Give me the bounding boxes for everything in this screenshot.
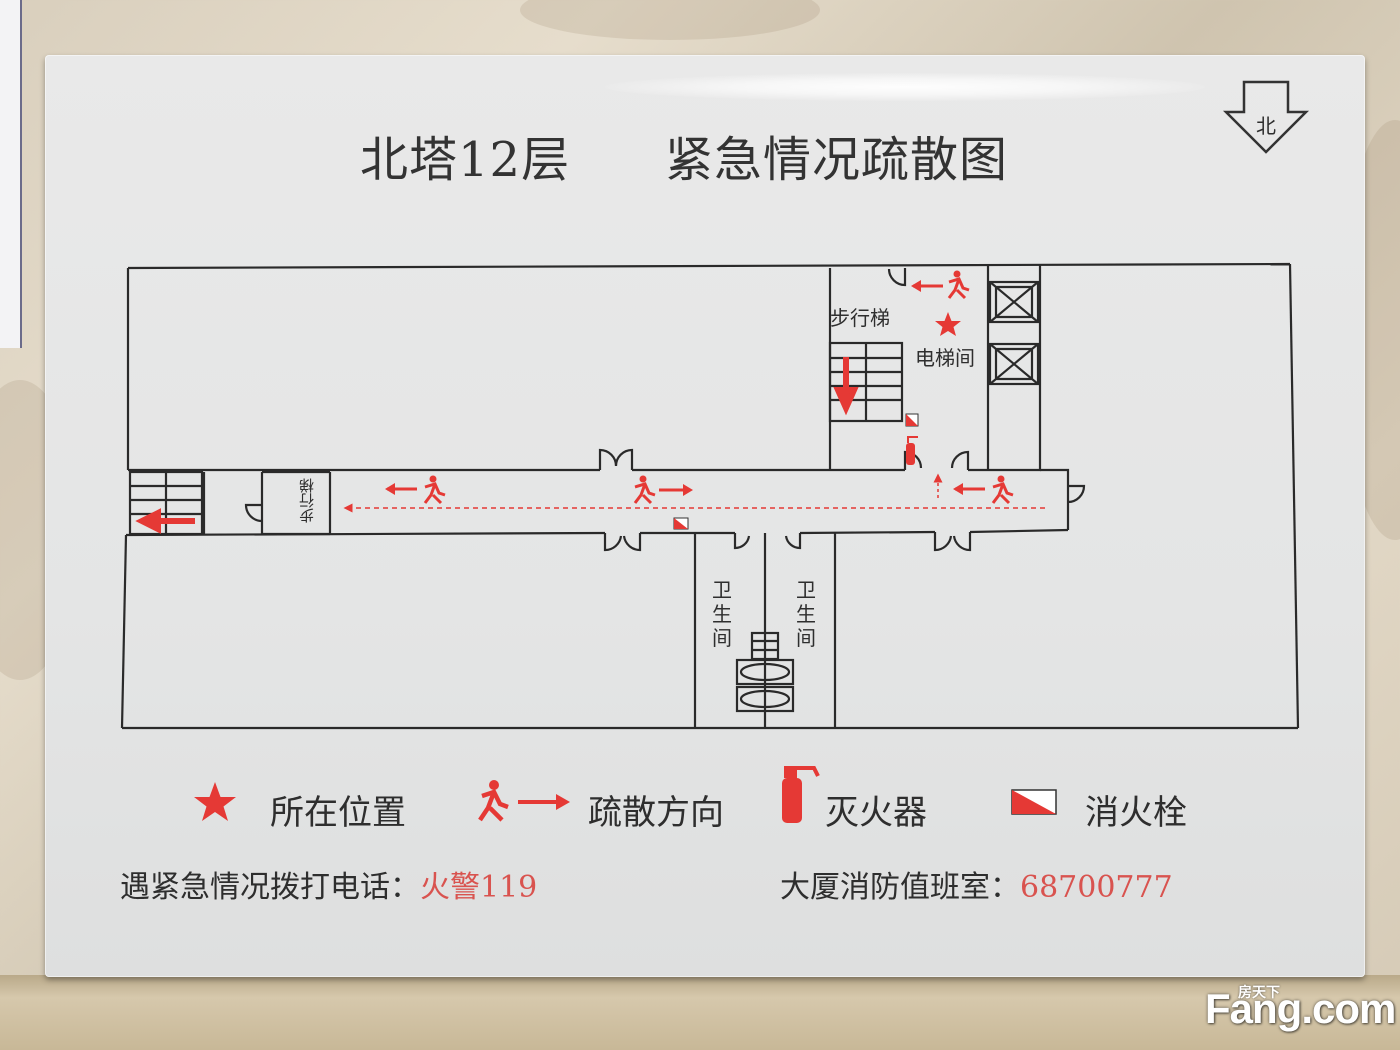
current-position-star-icon: [935, 312, 961, 336]
fire-hydrant-icon: [673, 517, 689, 530]
control-prefix: 大厦消防值班室：: [780, 870, 1020, 905]
evacuation-map-title: 紧急情况疏散图: [665, 132, 1009, 188]
emergency-call-line: 遇紧急情况拨打电话：火警119: [120, 862, 537, 906]
light-glare: [605, 73, 1205, 101]
fire-hydrant-icon: [905, 413, 919, 427]
star-icon: [194, 782, 236, 821]
control-room-number: 68700777: [1020, 870, 1173, 905]
building-floor-title: 北塔12层: [360, 132, 571, 188]
watermark-brand: Fang.com: [1205, 985, 1396, 1032]
evacuation-arrows: [135, 357, 859, 534]
fire-control-room-line: 大厦消防值班室：68700777: [780, 862, 1173, 906]
fire-extinguisher-icon: [906, 436, 918, 465]
floor-strip: [0, 975, 1400, 1050]
fire-hydrant-icon: [1011, 789, 1057, 815]
legend-label-evacuation-direction: 疏散方向: [588, 793, 724, 833]
wall-left-lower: [120, 534, 128, 729]
evacuation-runner-icon: [478, 780, 570, 822]
fire-alarm-number: 火警119: [420, 870, 538, 905]
fire-extinguisher-icon: [782, 766, 820, 823]
room-label-stairs-top: 步行梯: [830, 306, 890, 330]
evacuation-board: [45, 55, 1365, 977]
legend-label-hydrant: 消火栓: [1085, 793, 1187, 833]
legend-label-current-position: 所在位置: [270, 793, 406, 833]
emergency-prefix: 遇紧急情况拨打电话：: [120, 870, 420, 905]
wall-top: [127, 262, 1291, 270]
room-label-stairs-left: 步行梯: [298, 478, 316, 523]
evacuation-runner-icon: [385, 270, 1014, 505]
adjacent-sign-edge: [0, 0, 22, 348]
watermark-chinese: 房天下: [1238, 984, 1280, 1000]
wall-right: [1288, 263, 1300, 729]
legend-label-extinguisher: 灭火器: [825, 793, 927, 833]
room-label-restroom-left: 卫生间: [712, 578, 732, 650]
compass-label: 北: [1256, 114, 1276, 138]
room-label-elevator-hall: 电梯间: [915, 346, 975, 370]
north-compass-icon: [1222, 80, 1310, 154]
room-label-restroom-right: 卫生间: [796, 578, 816, 650]
